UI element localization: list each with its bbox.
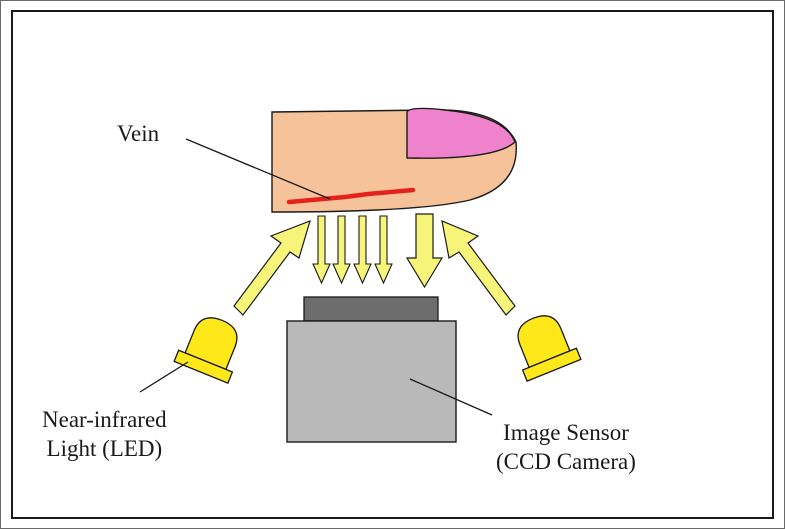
vein-leader-line (185, 138, 331, 200)
thin-arrow-3 (353, 215, 372, 285)
nir-light-label-line-2: Light (LED) (46, 436, 163, 461)
thin-arrow-1 (312, 215, 331, 285)
led-dome (184, 317, 238, 371)
diagram-border (11, 10, 774, 519)
large-down-arrow (405, 213, 444, 289)
left-light-arrow (233, 220, 311, 316)
led-base (173, 349, 234, 384)
right-light-arrow (441, 220, 516, 316)
image-sensor-label-line-1: Image Sensor (503, 420, 629, 445)
led-dome (517, 315, 571, 369)
vein (286, 187, 416, 205)
nir-light-label-line-1: Near-infrared (42, 407, 167, 432)
right-led (517, 315, 582, 382)
led-base (521, 347, 582, 382)
image-sensor-label: Image Sensor (CCD Camera) (496, 418, 636, 476)
fingernail (406, 107, 516, 159)
nir-light-label: Near-infrared Light (LED) (42, 405, 167, 463)
transmitted-light-arrows (312, 215, 393, 285)
camera-lens (303, 296, 439, 322)
sensor-leader-line (409, 378, 493, 416)
thin-arrow-2 (332, 215, 351, 285)
led-leader-line (139, 361, 189, 393)
camera-body (286, 320, 457, 443)
thin-arrow-4 (374, 215, 393, 285)
left-led (173, 317, 238, 384)
vein-label: Vein (117, 121, 160, 146)
image-sensor-label-line-2: (CCD Camera) (496, 449, 636, 474)
